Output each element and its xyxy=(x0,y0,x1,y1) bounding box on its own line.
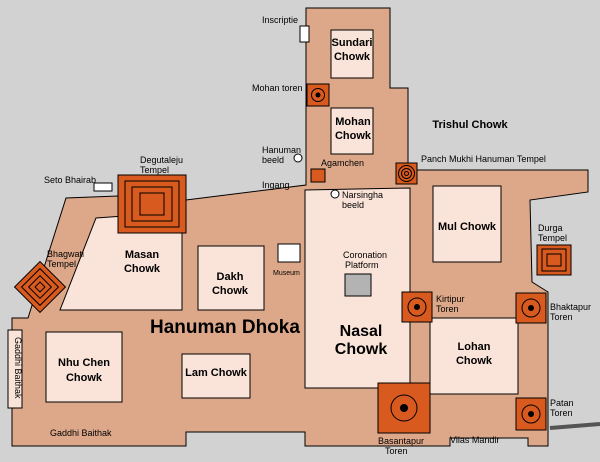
degutaleju-label-1: Degutaleju xyxy=(140,155,183,165)
inscriptie-label: Inscriptie xyxy=(262,15,298,25)
narsingha-label-1: Narsingha xyxy=(342,190,383,200)
hanuman-beeld-marker xyxy=(293,153,303,163)
hanuman-beeld-label-1: Hanuman xyxy=(262,145,301,155)
mohan-toren-label: Mohan toren xyxy=(252,83,303,93)
dakh-chowk-area xyxy=(197,245,265,311)
seto-bhairab-marker xyxy=(93,182,113,192)
bhagwati-label-1: Bhagwati xyxy=(47,249,84,259)
dakh-chowk-label-2: Chowk xyxy=(212,285,249,297)
mohan-toren-icon xyxy=(306,83,330,107)
durga-label-2: Tempel xyxy=(538,233,567,243)
ingang-label: Ingang xyxy=(262,180,290,190)
hanuman-beeld-label-2: beeld xyxy=(262,155,284,165)
mohan-chowk-label-1: Mohan xyxy=(335,116,371,128)
narsingha-label-2: beeld xyxy=(342,200,364,210)
lohan-chowk-label-1: Lohan xyxy=(458,341,491,353)
dakh-chowk-label-1: Dakh xyxy=(217,271,244,283)
museum-label: Museum xyxy=(273,270,300,277)
bhaktapur-label-2: Toren xyxy=(550,312,573,322)
coronation-label-2: Platform xyxy=(345,260,379,270)
sundari-chowk-area xyxy=(330,29,374,79)
durga-temple-icon xyxy=(536,244,572,276)
sundari-chowk-label-1: Sundari xyxy=(332,37,373,49)
degutaleju-temple-icon xyxy=(117,174,187,234)
seto-bhairab-label: Seto Bhairab xyxy=(44,175,96,185)
sundari-chowk-label-2: Chowk xyxy=(334,51,371,63)
road-line xyxy=(549,422,600,430)
mohan-chowk-area xyxy=(330,107,374,155)
lam-chowk-label: Lam Chowk xyxy=(185,367,248,379)
inscriptie-marker xyxy=(299,25,310,43)
patan-label-2: Toren xyxy=(550,408,573,418)
map-title: Hanuman Dhoka xyxy=(150,317,300,338)
bhagwati-temple-icon xyxy=(13,260,67,314)
nhu-chen-chowk-area xyxy=(45,331,123,403)
masan-chowk-label-2: Chowk xyxy=(124,263,161,275)
mohan-chowk-label-2: Chowk xyxy=(335,130,372,142)
degutaleju-label-2: Tempel xyxy=(140,165,169,175)
coronation-platform-marker xyxy=(344,273,372,297)
lohan-chowk-label-2: Chowk xyxy=(456,355,493,367)
masan-chowk-label-1: Masan xyxy=(125,249,160,261)
basantapur-toren-icon xyxy=(377,382,431,434)
gaddhi-baithak-vertical-label: Gaddhi Baithak xyxy=(13,337,23,399)
mul-chowk-area xyxy=(432,185,502,263)
gaddhi-baithak-building xyxy=(7,329,23,409)
durga-label-1: Durga xyxy=(538,223,563,233)
bhaktapur-label-1: Bhaktapur xyxy=(550,302,591,312)
nhu-chen-chowk-label-1: Nhu Chen xyxy=(58,357,110,369)
panch-mukhi-label: Panch Mukhi Hanuman Tempel xyxy=(421,154,546,164)
panch-mukhi-temple-icon xyxy=(395,162,418,185)
vilas-mandir-label: Vilas Mandir xyxy=(450,435,499,445)
patan-label-1: Patan xyxy=(550,398,574,408)
lohan-chowk-area xyxy=(429,317,519,395)
patan-toren-icon xyxy=(515,397,547,431)
narsingha-beeld-marker xyxy=(330,189,340,199)
kirtipur-toren-icon xyxy=(401,291,433,323)
nhu-chen-chowk-label-2: Chowk xyxy=(66,372,103,384)
bhagwati-label-2: Tempel xyxy=(47,259,76,269)
museum-marker xyxy=(277,243,301,263)
lam-chowk-area xyxy=(181,353,251,399)
bhaktapur-toren-icon xyxy=(515,292,547,324)
mul-chowk-label: Mul Chowk xyxy=(438,221,497,233)
coronation-label-1: Coronation xyxy=(343,250,387,260)
agamchen-label: Agamchen xyxy=(321,158,364,168)
trishul-chowk-label: Trishul Chowk xyxy=(432,119,508,131)
kirtipur-label-1: Kirtipur xyxy=(436,294,465,304)
kirtipur-label-2: Toren xyxy=(436,304,459,314)
basantapur-label-2: Toren xyxy=(385,446,408,456)
nasal-chowk-label-2: Chowk xyxy=(335,341,388,358)
gaddhi-baithak-label: Gaddhi Baithak xyxy=(50,428,112,438)
agamchen-marker xyxy=(310,168,326,183)
nasal-chowk-label-1: Nasal xyxy=(340,323,383,340)
basantapur-label-1: Basantapur xyxy=(378,436,424,446)
